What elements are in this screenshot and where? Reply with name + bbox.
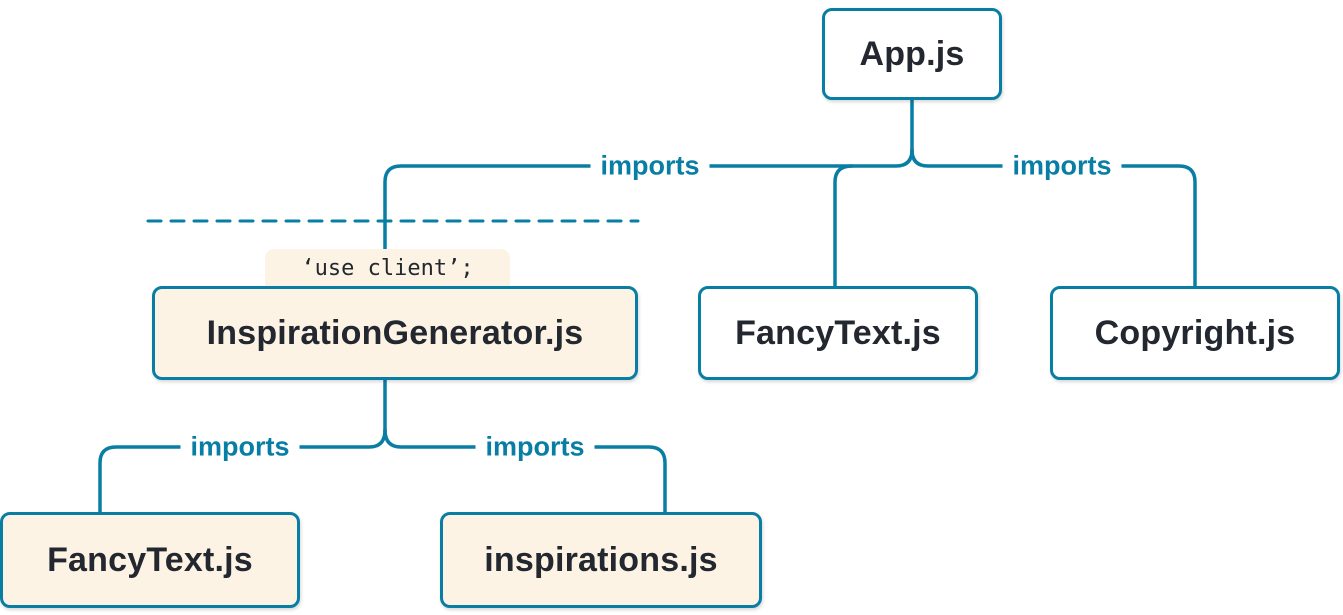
node-label: Copyright.js <box>1094 313 1296 352</box>
edge-label-imports: imports <box>1002 148 1122 184</box>
node-fancy-text-js-top: FancyText.js <box>698 286 978 380</box>
edge-app-to-copyright <box>910 148 1197 290</box>
use-client-directive-tab: ‘use client’; <box>265 249 510 287</box>
node-inspirations-js: inspirations.js <box>440 512 762 608</box>
edge-app-to-fancy-text <box>833 164 854 290</box>
node-label: FancyText.js <box>735 313 941 352</box>
edge-generator-to-inspirations <box>383 428 667 516</box>
node-app-js: App.js <box>822 8 1002 100</box>
node-inspiration-generator-js: InspirationGenerator.js <box>152 286 638 380</box>
node-label: FancyText.js <box>47 540 253 579</box>
node-label: InspirationGenerator.js <box>206 313 584 352</box>
edge-generator-to-fancy-text <box>98 428 387 516</box>
edge-app-to-inspiration-generator <box>383 148 914 254</box>
edge-label-imports: imports <box>475 429 595 465</box>
edge-label-imports: imports <box>180 429 300 465</box>
node-fancy-text-js-bottom: FancyText.js <box>0 512 300 608</box>
edge-label-imports: imports <box>590 148 710 184</box>
node-copyright-js: Copyright.js <box>1050 286 1340 380</box>
node-label: inspirations.js <box>484 540 718 579</box>
node-label: App.js <box>859 34 965 73</box>
